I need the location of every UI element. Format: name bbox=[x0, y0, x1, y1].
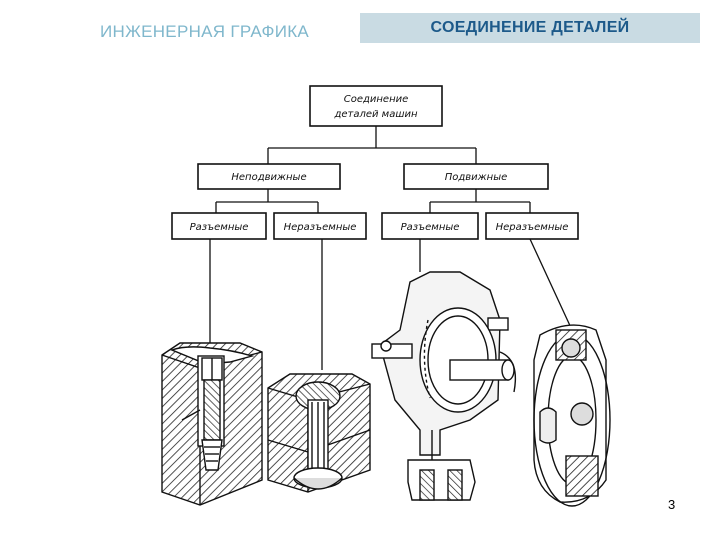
root-label-line2: деталей машин bbox=[333, 109, 418, 120]
movable-permanent-label: Неразъемные bbox=[496, 222, 569, 233]
movable-joints-label: Подвижные bbox=[445, 172, 508, 183]
root-label-line1: Соединение bbox=[344, 94, 409, 105]
fixed-permanent-node: Неразъемные bbox=[273, 212, 367, 240]
movable-detachable-label: Разъемные bbox=[401, 222, 460, 233]
slide-title-banner: СОЕДИНЕНИЕ ДЕТАЛЕЙ bbox=[360, 13, 700, 43]
fixed-joints-label: Неподвижные bbox=[231, 172, 306, 183]
rivet-joint-illustration bbox=[267, 373, 371, 493]
movable-joints-node: Подвижные bbox=[403, 163, 549, 190]
movable-detachable-node: Разъемные bbox=[381, 212, 479, 240]
fixed-detachable-label: Разъемные bbox=[190, 222, 249, 233]
root-node: Соединение деталей машин bbox=[309, 85, 443, 127]
connector-lines bbox=[209, 126, 573, 370]
slide-title: СОЕДИНЕНИЕ ДЕТАЛЕЙ bbox=[430, 19, 630, 36]
split-bearing-illustration bbox=[371, 271, 517, 501]
fixed-permanent-label: Неразъемные bbox=[284, 222, 357, 233]
subject-title: ИНЖЕНЕРНАЯ ГРАФИКА bbox=[100, 22, 310, 41]
fixed-joints-node: Неподвижные bbox=[197, 163, 341, 190]
page-number: 3 bbox=[668, 497, 676, 512]
movable-permanent-node: Неразъемные bbox=[485, 212, 579, 240]
fixed-detachable-node: Разъемные bbox=[171, 212, 267, 240]
bolt-joint-illustration bbox=[161, 342, 263, 506]
ball-bearing-illustration bbox=[533, 324, 611, 507]
